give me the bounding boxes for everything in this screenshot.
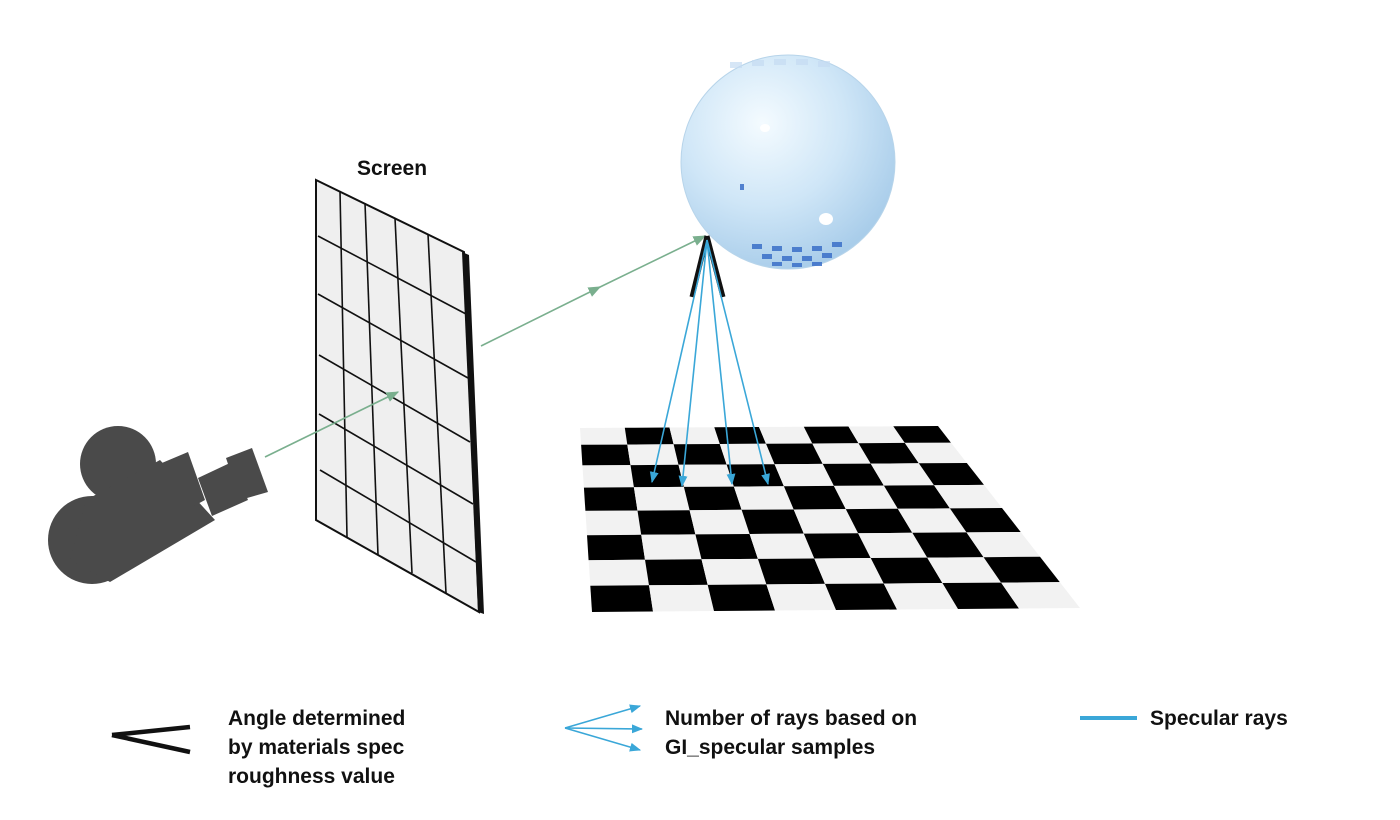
checker-tile bbox=[858, 442, 919, 464]
legend-rays-line: Number of rays based on bbox=[665, 707, 918, 730]
checker-tile bbox=[630, 464, 684, 488]
specular-rays bbox=[649, 239, 770, 488]
legend-angle-text: Angle determined by materials spec rough… bbox=[228, 704, 405, 791]
checker-tile bbox=[637, 510, 696, 535]
checker-tile bbox=[927, 557, 1002, 583]
checker-tile bbox=[803, 426, 859, 444]
roughness-cone bbox=[689, 235, 726, 298]
checker-tile bbox=[833, 485, 898, 510]
checker-tile bbox=[726, 464, 784, 487]
checker-tile bbox=[848, 426, 905, 444]
checker-tile bbox=[793, 509, 859, 534]
checker-tile bbox=[581, 444, 631, 466]
ray-fan-icon bbox=[564, 704, 644, 752]
checker-tile bbox=[766, 583, 836, 611]
checker-tile bbox=[918, 463, 984, 486]
checker-tile bbox=[669, 427, 720, 445]
checker-tile bbox=[949, 508, 1021, 533]
checker-tile bbox=[583, 487, 638, 511]
angle-cone-icon bbox=[111, 724, 191, 755]
checker-tile bbox=[825, 583, 897, 610]
checker-tile bbox=[774, 463, 834, 487]
reflective-sphere bbox=[680, 54, 896, 270]
checker-tile bbox=[783, 485, 846, 510]
checker-tile bbox=[627, 444, 679, 466]
checker-tile bbox=[649, 584, 714, 612]
legend-specular-line: Specular rays bbox=[1150, 707, 1288, 730]
checker-tile bbox=[812, 443, 871, 464]
movie-camera-icon bbox=[48, 426, 268, 584]
legend-specular-text: Specular rays bbox=[1150, 704, 1288, 733]
checker-tile bbox=[757, 558, 825, 585]
legend-angle-line: roughness value bbox=[228, 765, 395, 788]
checker-tile bbox=[904, 442, 967, 464]
checker-tile bbox=[701, 558, 767, 585]
checker-tile bbox=[870, 463, 934, 486]
screen-label: Screen bbox=[357, 157, 428, 180]
checker-tile bbox=[733, 486, 794, 510]
legend-angle-line: Angle determined bbox=[228, 707, 406, 730]
checker-tile bbox=[822, 463, 884, 486]
checker-tile bbox=[845, 508, 913, 534]
checker-tile bbox=[689, 509, 750, 535]
checker-tile bbox=[645, 559, 708, 586]
checker-tile bbox=[588, 559, 649, 586]
screen-grid bbox=[315, 178, 484, 614]
checker-tile bbox=[585, 510, 642, 536]
checker-tile bbox=[580, 427, 628, 445]
checker-tile bbox=[814, 558, 884, 584]
checker-tile bbox=[714, 427, 766, 444]
checker-tile bbox=[641, 534, 702, 560]
checker-tile bbox=[587, 534, 645, 561]
checker-tile bbox=[766, 443, 823, 465]
checker-tile bbox=[759, 426, 813, 444]
checker-tile bbox=[803, 533, 871, 559]
checker-tile bbox=[966, 532, 1040, 558]
checker-tile bbox=[897, 508, 967, 533]
checker-tile bbox=[870, 557, 943, 584]
checker-tile bbox=[749, 533, 815, 559]
checker-tile bbox=[624, 427, 674, 445]
legend-rays-text: Number of rays based on GI_specular samp… bbox=[665, 704, 917, 762]
checker-tile bbox=[707, 584, 775, 611]
checker-tile bbox=[683, 486, 742, 511]
checker-tile bbox=[678, 464, 734, 487]
legend-angle-line: by materials spec bbox=[228, 736, 405, 759]
checker-tile bbox=[893, 426, 951, 443]
checker-tile bbox=[582, 465, 634, 488]
checker-tile bbox=[1001, 582, 1080, 609]
checker-tile bbox=[983, 556, 1060, 583]
checker-tile bbox=[912, 532, 984, 558]
checker-tile bbox=[883, 485, 950, 509]
camera-ray bbox=[264, 235, 707, 458]
checker-tile bbox=[719, 443, 775, 465]
checker-tile bbox=[883, 583, 958, 610]
checkerboard-floor bbox=[580, 426, 1080, 612]
checker-tile bbox=[633, 486, 690, 511]
checker-tile bbox=[942, 582, 1019, 609]
checker-tile bbox=[590, 585, 653, 612]
checker-tile bbox=[858, 532, 928, 558]
checker-tile bbox=[741, 509, 804, 534]
legend-rays-line: GI_specular samples bbox=[665, 736, 876, 759]
checker-tile bbox=[695, 534, 758, 560]
checker-tile bbox=[934, 484, 1002, 509]
checker-tile bbox=[673, 444, 727, 465]
